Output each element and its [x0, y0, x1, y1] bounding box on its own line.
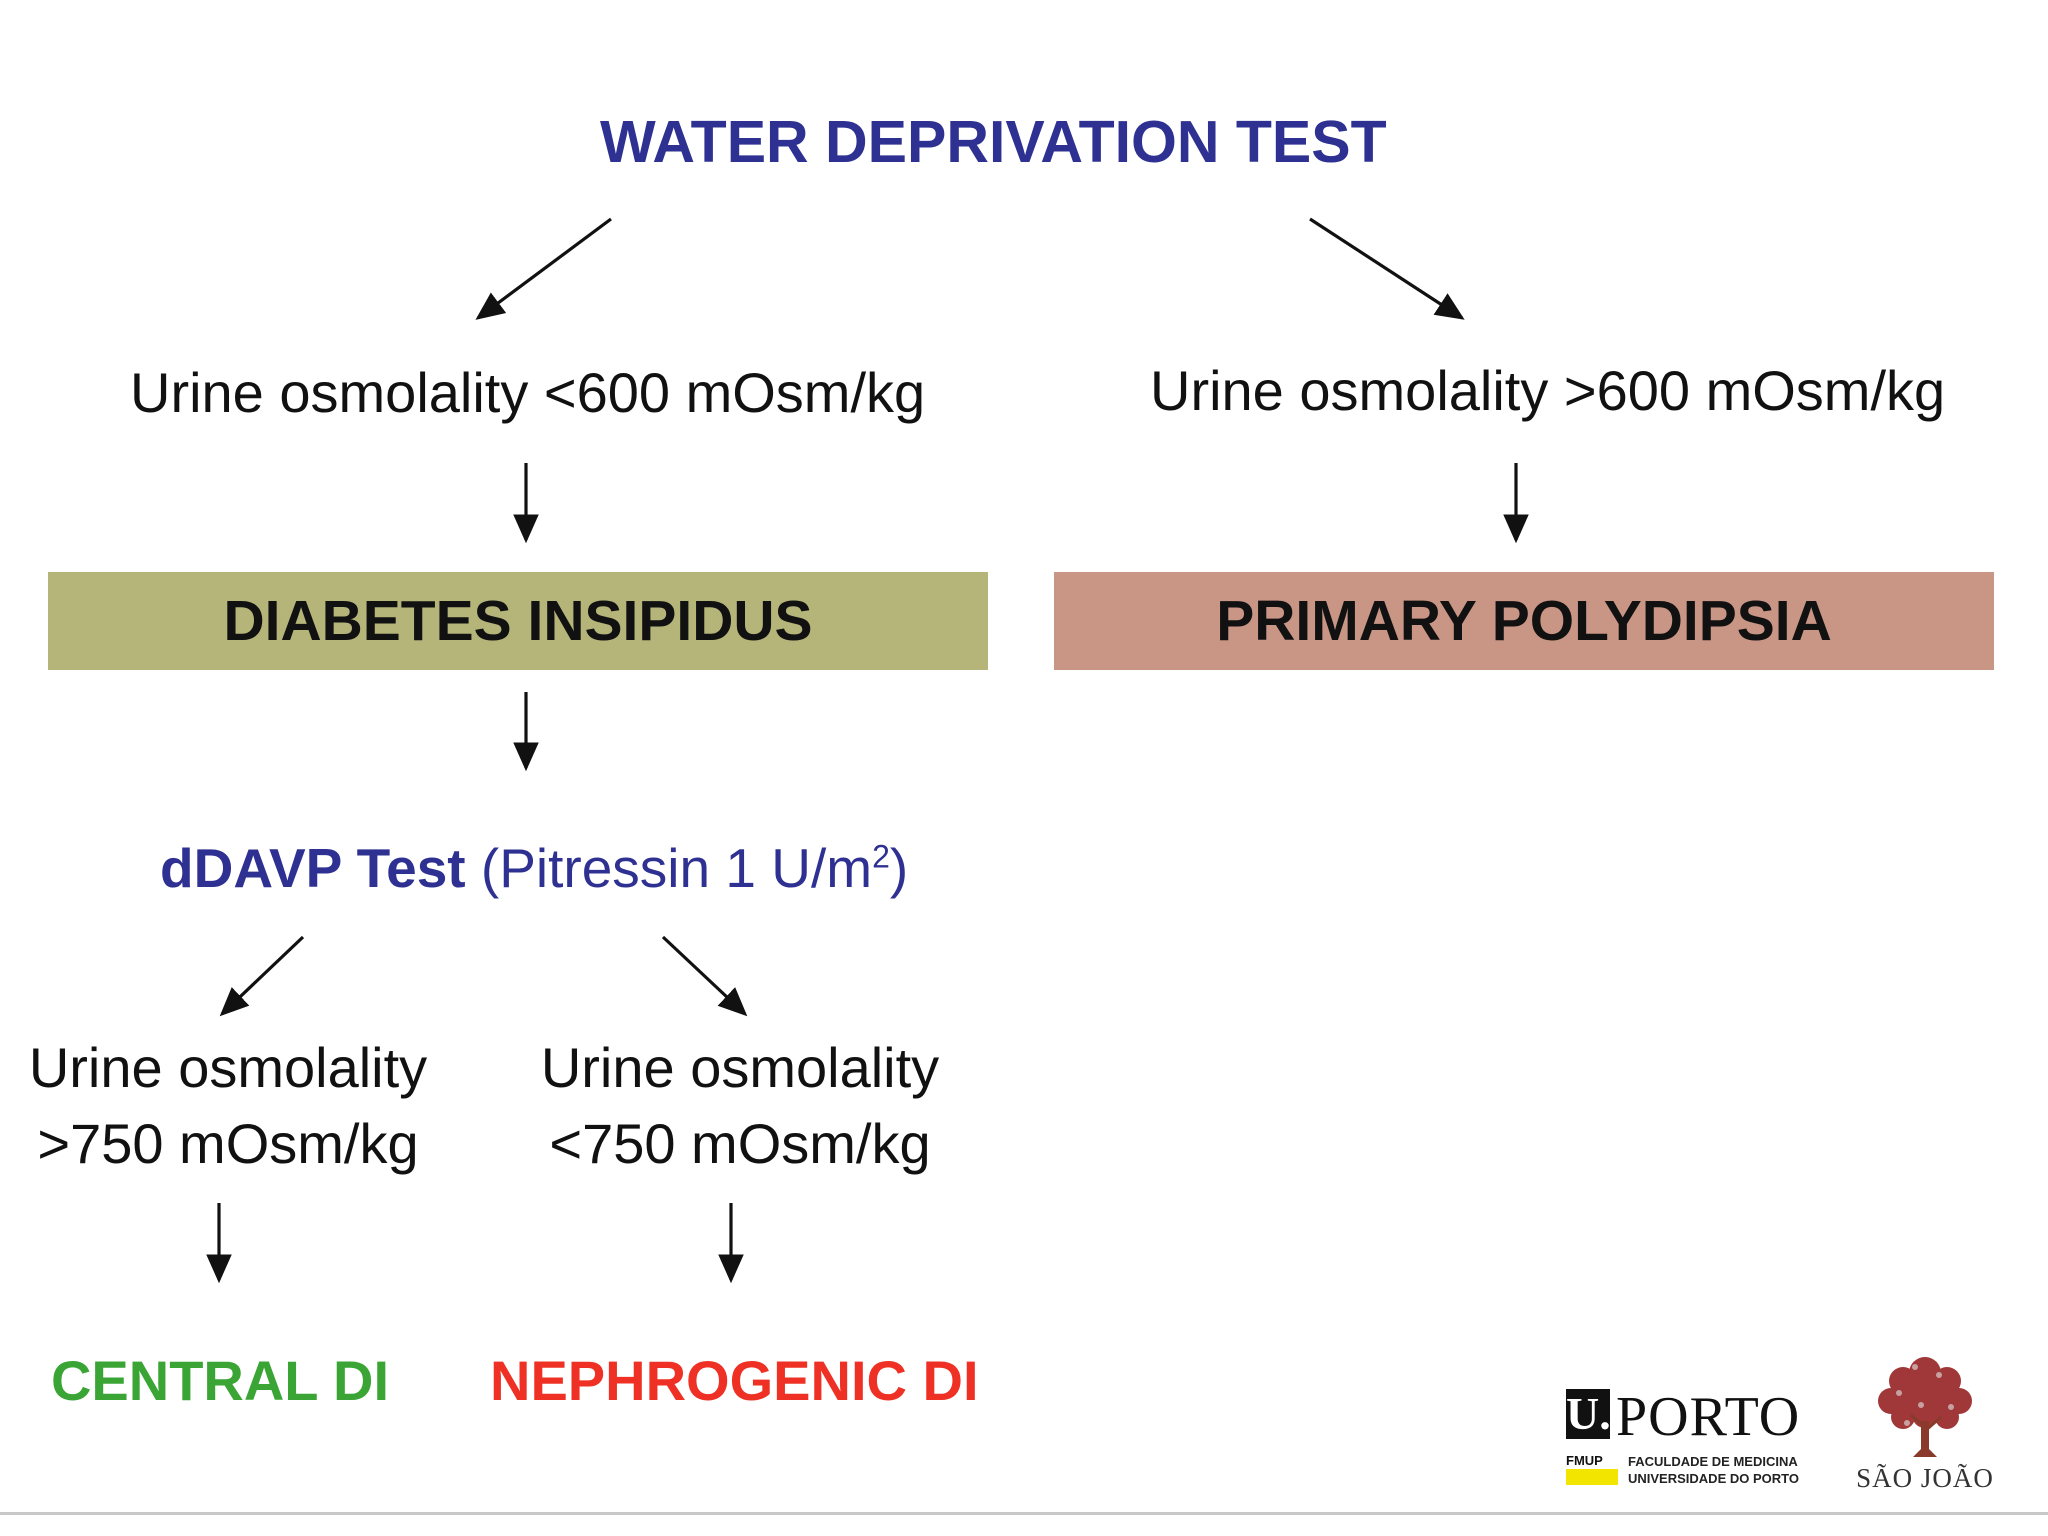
sub-osmolality-high-line1: Urine osmolality	[28, 1036, 428, 1099]
sub-osmolality-low-line1: Urine osmolality	[540, 1036, 940, 1099]
uporto-u-mark: U.	[1566, 1388, 1611, 1439]
sub-osmolality-high-line2: >750 mOsm/kg	[37, 1112, 419, 1175]
fmup-abbr: FMUP	[1566, 1453, 1603, 1468]
arrow-ddavp-to-right	[661, 935, 748, 1017]
ddavp-dose: (Pitressin 1 U/m	[480, 837, 873, 899]
sub-osmolality-high: Urine osmolality >750 mOsm/kg	[28, 1030, 428, 1182]
sub-osmolality-low-line2: <750 mOsm/kg	[549, 1112, 931, 1175]
page-title: WATER DEPRIVATION TEST	[600, 109, 1387, 175]
sao-joao-logo: SÃO JOÃO	[1855, 1345, 1995, 1505]
sao-joao-label: SÃO JOÃO	[1856, 1463, 1994, 1493]
arrow-title-to-left	[475, 217, 612, 320]
fmup-yellow-bar	[1566, 1469, 1618, 1485]
ddavp-test-label: dDAVP Test (Pitressin 1 U/m2)	[160, 836, 908, 900]
central-di-label: CENTRAL DI	[50, 1349, 390, 1412]
fmup-text: FACULDADE DE MEDICINA UNIVERSIDADE DO PO…	[1628, 1453, 1799, 1487]
ddavp-test-name: dDAVP Test	[160, 837, 466, 899]
fmup-line1: FACULDADE DE MEDICINA	[1628, 1454, 1798, 1469]
ddavp-dose-close: )	[889, 837, 909, 899]
ddavp-dose-exponent: 2	[872, 838, 890, 875]
primary-polydipsia-box: PRIMARY POLYDIPSIA	[1054, 572, 1994, 670]
arrow-title-to-right	[1309, 217, 1465, 320]
bottom-divider	[0, 1512, 2048, 1515]
primary-polydipsia-label: PRIMARY POLYDIPSIA	[1216, 589, 1832, 653]
tree-icon	[1878, 1357, 1972, 1457]
diabetes-insipidus-label: DIABETES INSIPIDUS	[223, 589, 813, 653]
fmup-mark: FMUP	[1566, 1453, 1618, 1489]
osmolality-low-label: Urine osmolality <600 mOsm/kg	[130, 361, 926, 424]
sub-osmolality-low: Urine osmolality <750 mOsm/kg	[540, 1030, 940, 1182]
diabetes-insipidus-box: DIABETES INSIPIDUS	[48, 572, 988, 670]
nephrogenic-di-label: NEPHROGENIC DI	[490, 1349, 979, 1412]
uporto-logo: U. PORTO FMUP FACULDADE DE MEDICINA UNIV…	[1566, 1385, 1806, 1495]
arrow-ddavp-to-left	[219, 935, 305, 1017]
osmolality-high-label: Urine osmolality >600 mOsm/kg	[1150, 359, 1946, 422]
fmup-line2: UNIVERSIDADE DO PORTO	[1628, 1471, 1799, 1486]
uporto-wordmark: PORTO	[1616, 1386, 1801, 1448]
